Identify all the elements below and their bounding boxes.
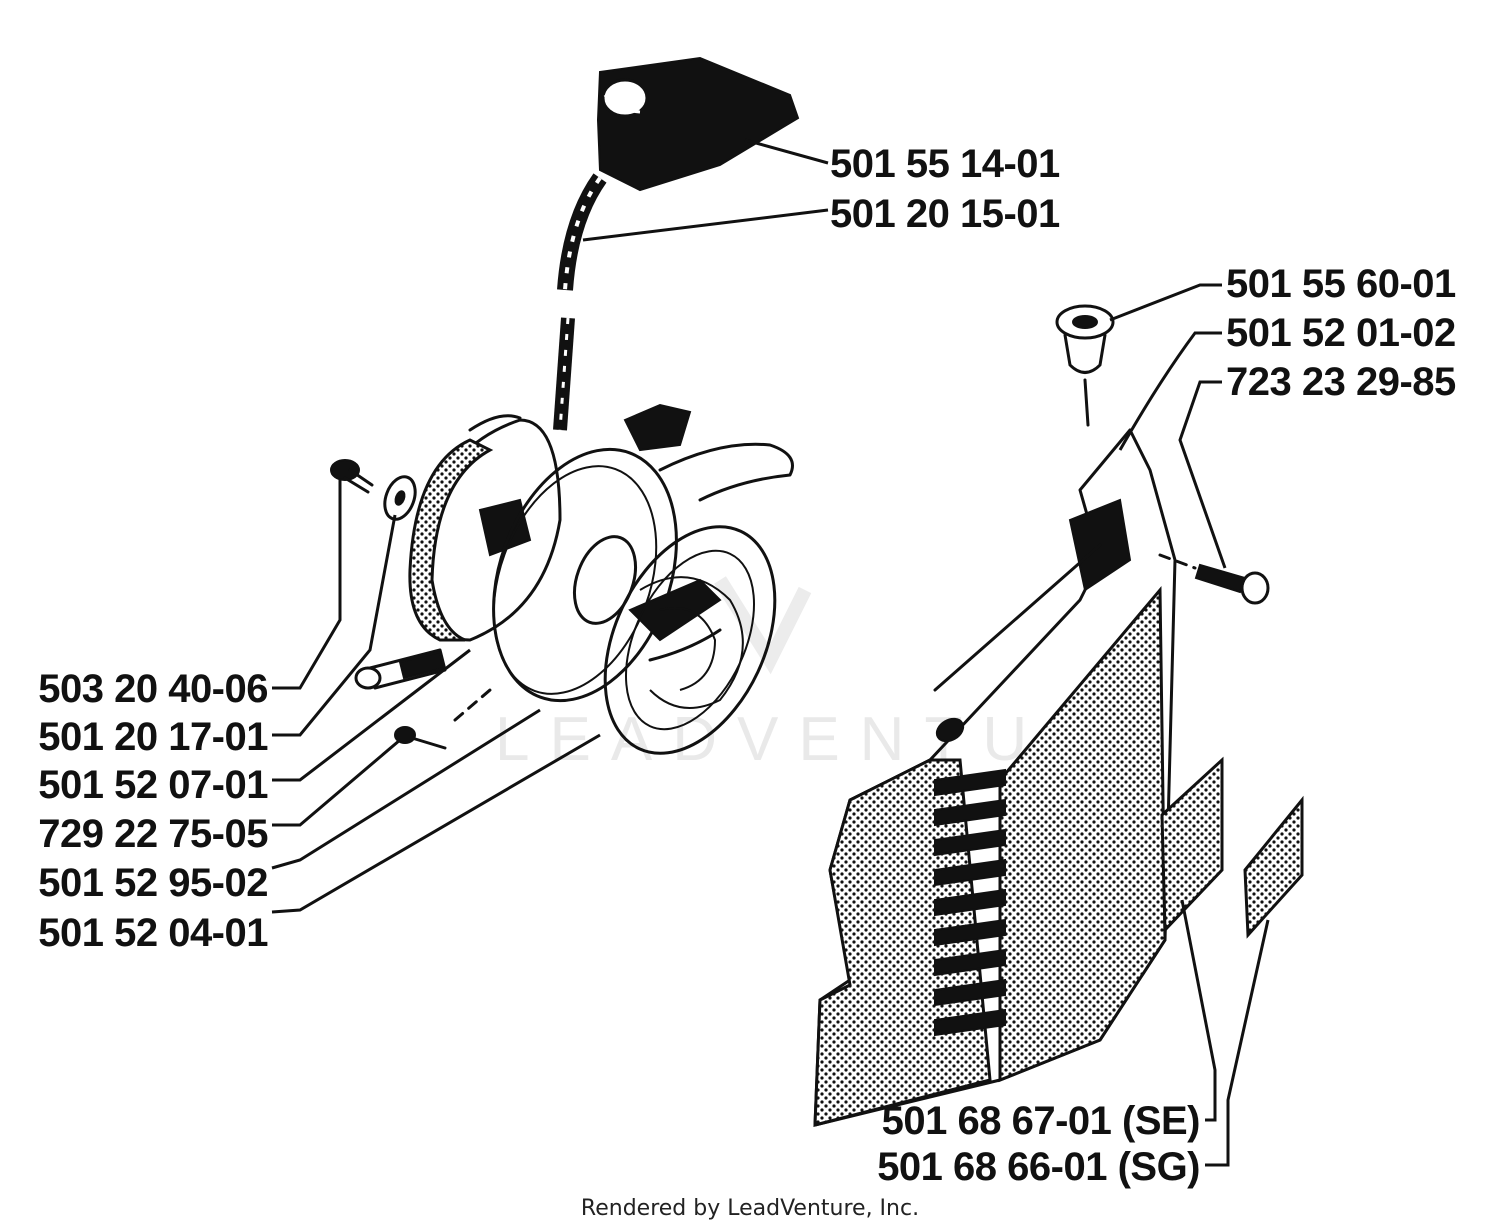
rendered-by-footer: Rendered by LeadVenture, Inc. [581,1196,919,1221]
left-part-labels: 503 20 40-06 501 20 17-01 501 52 07-01 7… [38,667,269,955]
cover-vent-slots [934,768,1006,1037]
part-number-label: 729 22 75-05 [38,812,268,856]
pulley-drawing [408,414,562,642]
pawl-drawing [628,442,794,662]
cover-screw-drawing [1158,553,1270,605]
top-part-labels: 501 55 14-01 501 20 15-01 [830,142,1061,236]
part-number-label: 501 52 01-02 [1226,311,1456,355]
right-part-labels: 501 55 60-01 501 52 01-02 723 23 29-85 [1226,262,1457,404]
starter-rope-drawing [553,173,607,431]
decal-se-drawing [1160,756,1224,934]
starter-disc-drawing [492,403,692,703]
rope-guide-drawing [1055,304,1115,427]
part-number-label: 501 68 67-01 (SE) [882,1099,1200,1143]
small-screw-drawing [394,688,492,750]
part-number-label: 501 52 07-01 [38,763,268,807]
washer-drawing [383,475,417,521]
part-number-label: 501 20 17-01 [38,715,268,759]
part-number-label: 723 23 29-85 [1226,360,1456,404]
part-number-label: 501 55 60-01 [1226,262,1456,306]
part-number-label: 501 52 95-02 [38,861,268,905]
part-number-label: 501 68 66-01 (SG) [877,1145,1200,1189]
part-number-label: 501 20 15-01 [830,192,1060,236]
starter-cover-drawing [813,428,1177,1127]
spring-cassette-drawing [603,525,777,755]
starter-handle-drawing [596,56,800,192]
part-number-label: 503 20 40-06 [38,667,268,711]
part-number-label: 501 52 04-01 [38,911,268,955]
bottom-part-labels: 501 68 67-01 (SE) 501 68 66-01 (SG) [877,1099,1200,1189]
starter-bolt-drawing [330,459,374,494]
decal-sg-drawing [1243,795,1304,939]
part-number-label: 501 55 14-01 [830,142,1060,186]
pin-drawing [354,648,447,690]
leader-lines [271,138,1270,1167]
